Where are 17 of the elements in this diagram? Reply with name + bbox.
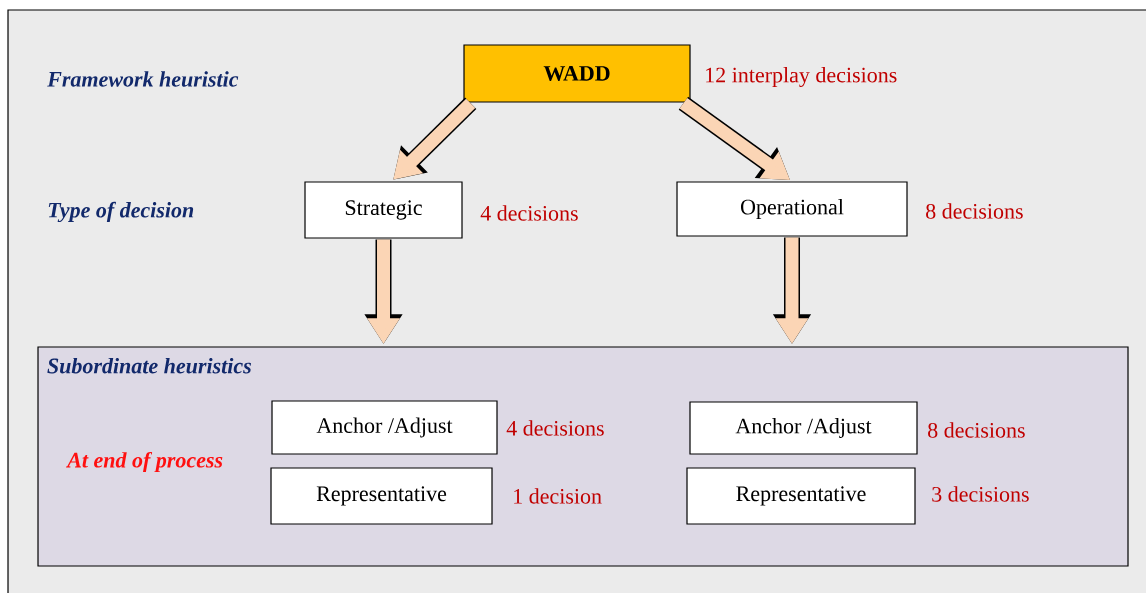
decision-box: Representative	[270, 467, 493, 525]
decision-box: Representative	[686, 467, 916, 525]
level-label: Type of decision	[48, 201, 194, 223]
count-text: 4 decisions	[480, 205, 578, 221]
decision-box: Strategic	[304, 181, 463, 239]
count-text: 3 decisions	[932, 486, 1029, 502]
level-label: At end of process	[66, 451, 223, 473]
count-text: 4 decisions	[506, 420, 604, 436]
level-label: Framework heuristic	[47, 71, 239, 87]
count-text: 8 decisions	[926, 203, 1023, 219]
heuristic-box: WADD	[463, 44, 691, 103]
decision-box: Operational	[676, 181, 908, 237]
decision-box: Anchor /Adjust	[689, 401, 918, 455]
count-text: 8 decisions	[928, 422, 1025, 438]
count-text: 1 decision	[514, 488, 602, 504]
decision-box: Anchor /Adjust	[271, 400, 498, 455]
count-text: 12 interplay decisions	[706, 67, 897, 87]
